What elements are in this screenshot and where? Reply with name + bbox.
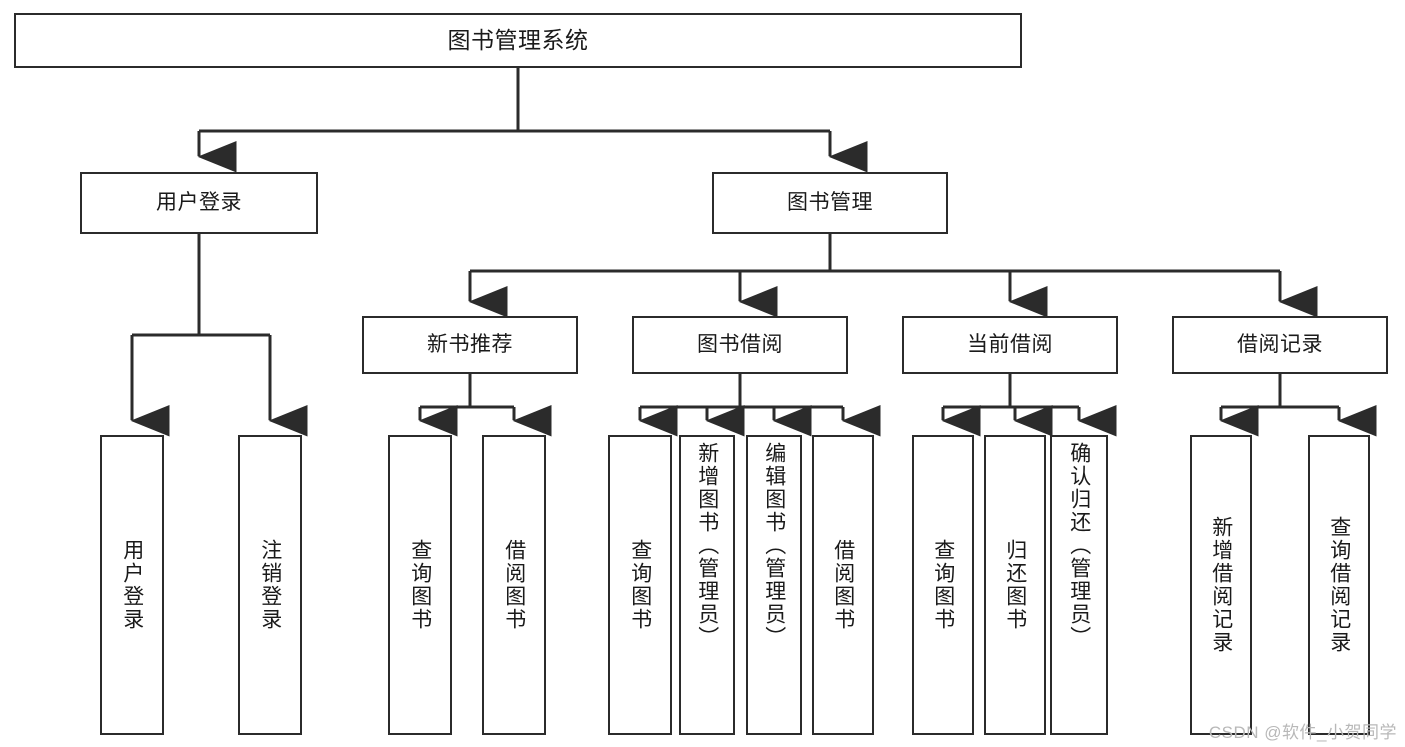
node-new-book-rec-label: 新书推荐 (427, 333, 513, 357)
leaf-borrow-book-2[interactable]: 借阅图书 (812, 435, 874, 735)
leaf-query-book-1-label: 查询图书 (408, 539, 432, 631)
leaf-borrow-book-1[interactable]: 借阅图书 (482, 435, 546, 735)
leaf-edit-book-label: 编辑图书（管理员） (762, 442, 786, 649)
node-borrow-record[interactable]: 借阅记录 (1172, 316, 1388, 374)
node-root[interactable]: 图书管理系统 (14, 13, 1022, 68)
leaf-logout-label: 注销登录 (258, 539, 282, 631)
leaf-query-record[interactable]: 查询借阅记录 (1308, 435, 1370, 735)
leaf-return-book[interactable]: 归还图书 (984, 435, 1046, 735)
leaf-query-book-3[interactable]: 查询图书 (912, 435, 974, 735)
node-book-borrow[interactable]: 图书借阅 (632, 316, 848, 374)
leaf-add-book-label: 新增图书（管理员） (695, 442, 719, 649)
leaf-logout[interactable]: 注销登录 (238, 435, 302, 735)
node-current-borrow[interactable]: 当前借阅 (902, 316, 1118, 374)
leaf-user-login[interactable]: 用户登录 (100, 435, 164, 735)
node-current-borrow-label: 当前借阅 (967, 333, 1053, 357)
leaf-borrow-book-2-label: 借阅图书 (831, 539, 855, 631)
leaf-query-book-3-label: 查询图书 (931, 539, 955, 631)
node-borrow-record-label: 借阅记录 (1237, 333, 1323, 357)
leaf-add-record-label: 新增借阅记录 (1209, 516, 1233, 654)
leaf-add-record[interactable]: 新增借阅记录 (1190, 435, 1252, 735)
node-root-label: 图书管理系统 (447, 26, 589, 53)
leaf-return-book-label: 归还图书 (1003, 539, 1027, 631)
leaf-borrow-book-1-label: 借阅图书 (502, 539, 526, 631)
node-book-manage-label: 图书管理 (787, 191, 873, 215)
leaf-user-login-label: 用户登录 (120, 539, 144, 631)
node-new-book-rec[interactable]: 新书推荐 (362, 316, 578, 374)
leaf-query-book-2-label: 查询图书 (628, 539, 652, 631)
node-user-login-label: 用户登录 (156, 191, 242, 215)
node-book-borrow-label: 图书借阅 (697, 333, 783, 357)
node-user-login[interactable]: 用户登录 (80, 172, 318, 234)
leaf-add-book[interactable]: 新增图书（管理员） (679, 435, 735, 735)
watermark: CSDN @软件_小贺同学 (1208, 723, 1397, 742)
leaf-confirm-return-label: 确认归还（管理员） (1067, 442, 1091, 649)
node-book-manage[interactable]: 图书管理 (712, 172, 948, 234)
leaf-query-record-label: 查询借阅记录 (1327, 516, 1351, 654)
leaf-confirm-return[interactable]: 确认归还（管理员） (1050, 435, 1108, 735)
leaf-edit-book[interactable]: 编辑图书（管理员） (746, 435, 802, 735)
leaf-query-book-2[interactable]: 查询图书 (608, 435, 672, 735)
leaf-query-book-1[interactable]: 查询图书 (388, 435, 452, 735)
